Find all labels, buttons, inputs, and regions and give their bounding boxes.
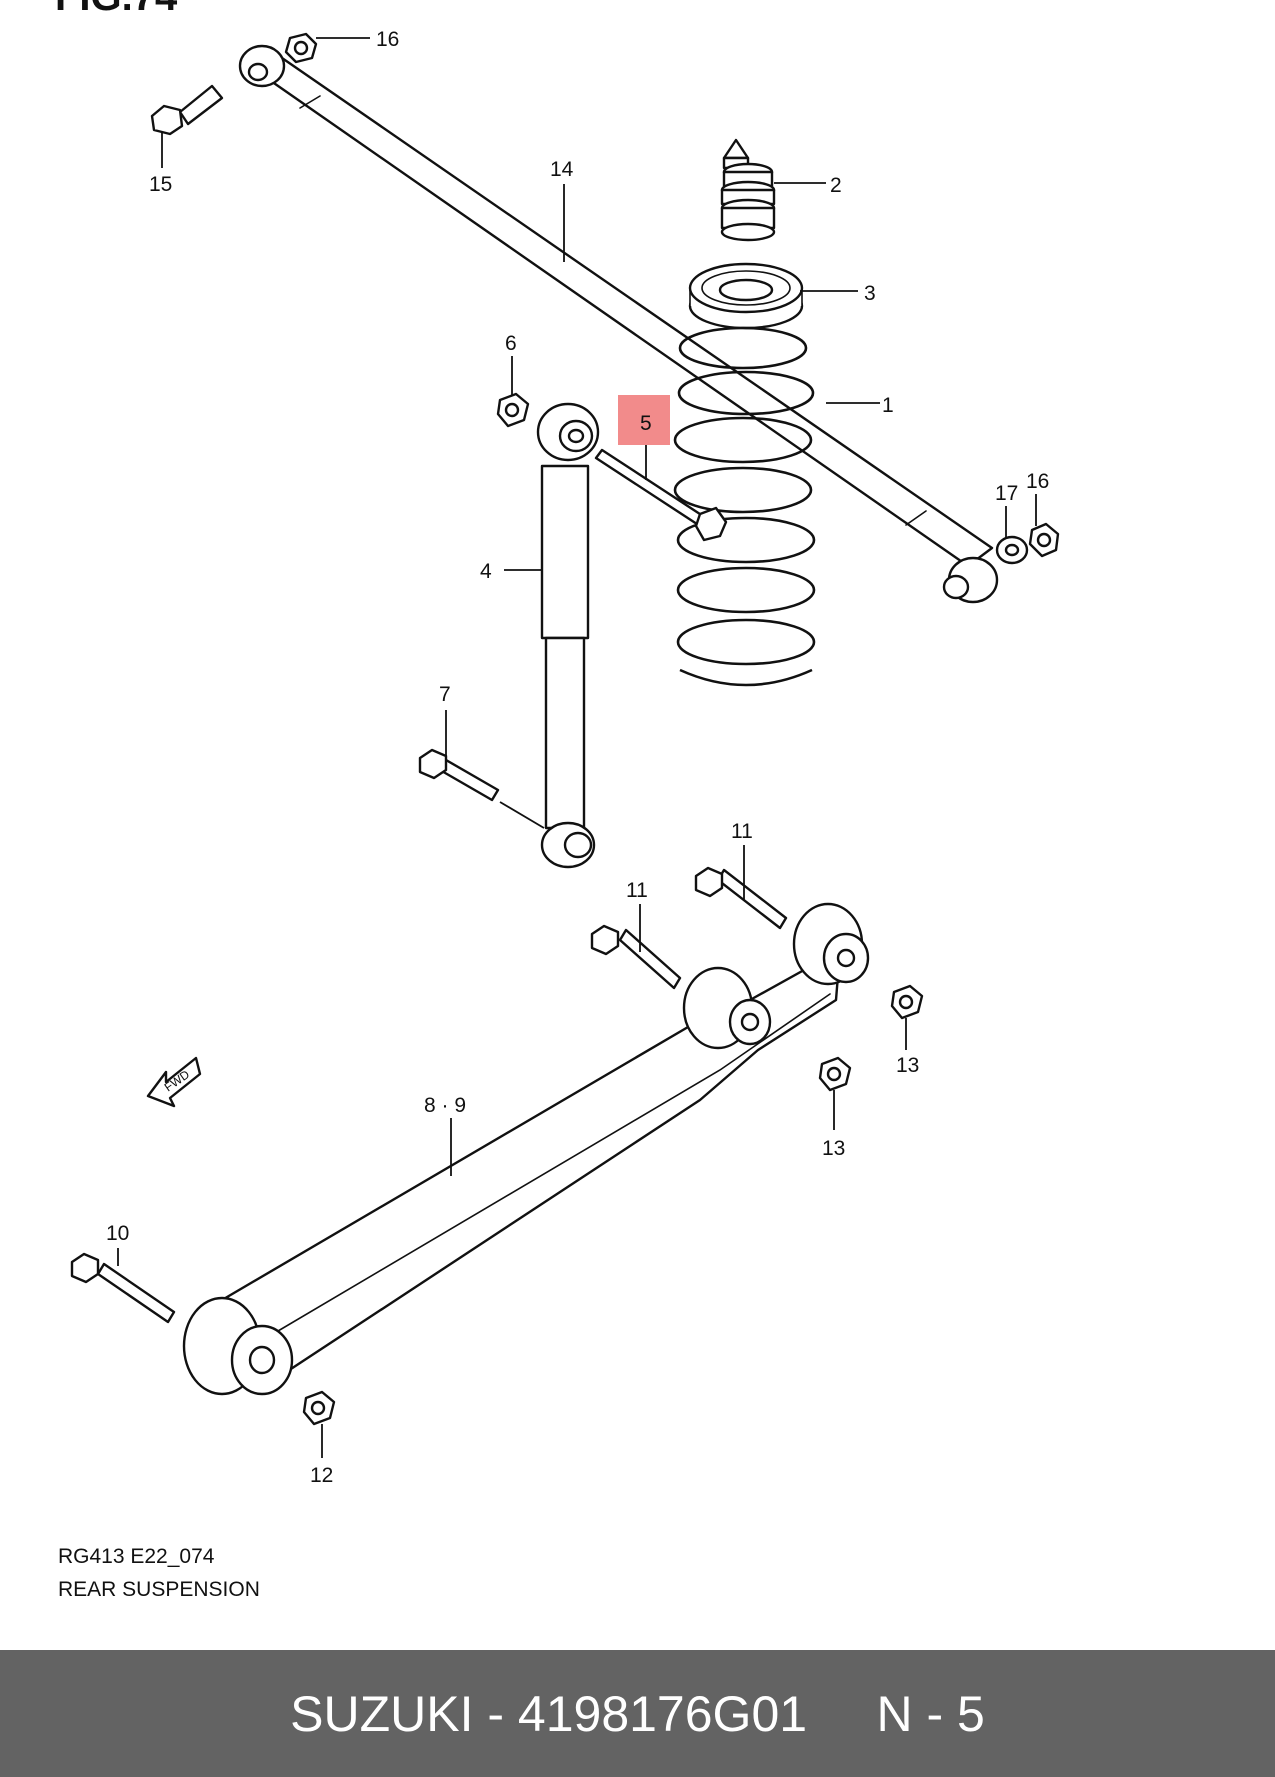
callout-2: 2 [830,174,842,197]
callout-3: 3 [864,282,876,305]
callout-1: 1 [882,394,894,417]
callout-15: 15 [149,173,172,196]
rear-suspension-diagram: FIG.74 [55,0,1060,1601]
callout-13-upper: 13 [896,1054,919,1077]
callout-5: 5 [640,412,652,435]
callout-10: 10 [106,1222,129,1245]
fwd-arrow-icon: FWD [146,1056,202,1108]
coil-spring-part-1 [673,326,816,687]
nut-part-16-top [284,32,318,64]
nut-part-6 [496,392,530,428]
footer-bar: SUZUKI - 4198176G01 N - 5 [0,1650,1275,1777]
callout-6: 6 [505,332,517,355]
bolt-part-11-b [694,866,788,930]
callout-11-left: 11 [626,879,648,902]
callout-8-9: 8 · 9 [424,1094,466,1117]
spring-seat-part-3 [688,262,804,330]
part-number-text: SUZUKI - 4198176G01 N - 5 [290,1685,985,1742]
lateral-rod-part-14 [238,44,999,604]
callout-16-right: 16 [1026,470,1049,493]
shock-absorber-part-4 [536,402,600,869]
bolt-part-7 [418,748,500,802]
bump-stop-part-2 [720,138,776,242]
washer-part-17 [995,535,1029,565]
bolt-part-11-a [590,924,682,990]
callout-16-top: 16 [376,28,399,51]
callout-14: 14 [550,158,574,181]
callout-11-right: 11 [731,820,753,843]
callout-17: 17 [995,482,1018,505]
nut-part-12 [302,1390,336,1426]
nut-part-13-b [818,1056,852,1092]
diagram-caption: REAR SUSPENSION [58,1578,260,1601]
bolt-part-15 [150,84,224,136]
callout-labels: 16 15 14 2 3 1 6 5 4 7 11 11 13 13 8 · 9… [106,28,1049,1487]
bolt-part-5 [594,448,728,542]
nut-part-13-a [890,984,924,1020]
figure-title-fragment: FIG.74 [55,0,178,19]
callout-12: 12 [310,1464,333,1487]
callout-7: 7 [439,683,451,706]
callout-13-lower: 13 [822,1137,845,1160]
trailing-arm-part-8-9 [182,902,870,1396]
bolt-part-10 [70,1252,176,1324]
diagram-code: RG413 E22_074 [58,1545,215,1568]
nut-part-16-right [1028,522,1060,558]
callout-4: 4 [480,560,492,583]
highlight-box-part-5 [618,395,670,445]
leader-lines [117,37,1037,1458]
